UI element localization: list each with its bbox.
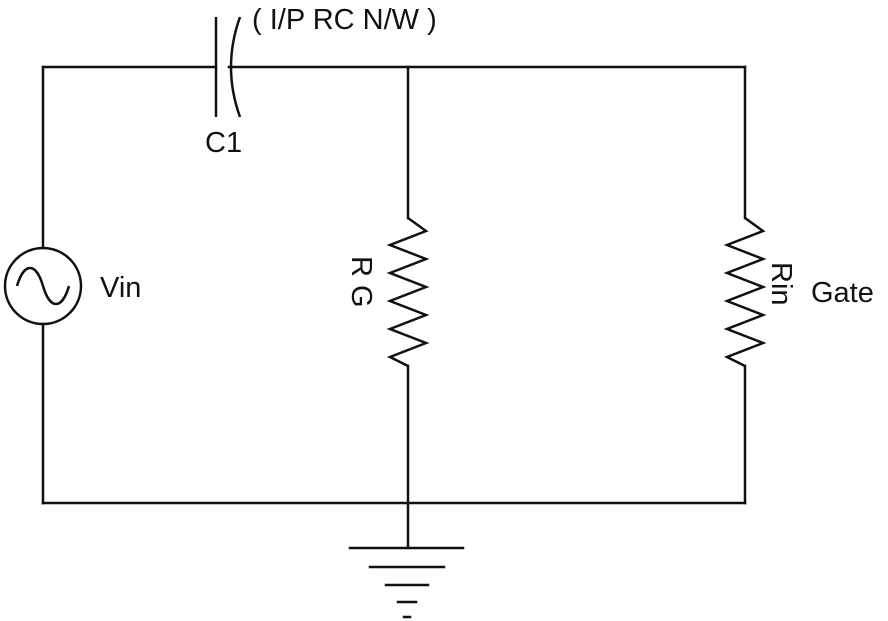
capacitor-label: C1	[205, 127, 242, 159]
ground-icon	[348, 546, 465, 619]
resistor-rg-label: R G	[345, 256, 377, 308]
ac-source-icon	[3, 246, 83, 326]
capacitor-c1	[214, 16, 242, 118]
capacitor-plate-curved	[229, 16, 242, 118]
source-label: Vin	[100, 272, 141, 304]
resistor-rin-label: Rin	[765, 262, 797, 306]
gate-label: Gate	[811, 277, 874, 309]
diagram-title: ( I/P RC N/W )	[252, 4, 437, 36]
resistor-rin	[723, 216, 767, 368]
resistor-rg	[386, 216, 430, 368]
